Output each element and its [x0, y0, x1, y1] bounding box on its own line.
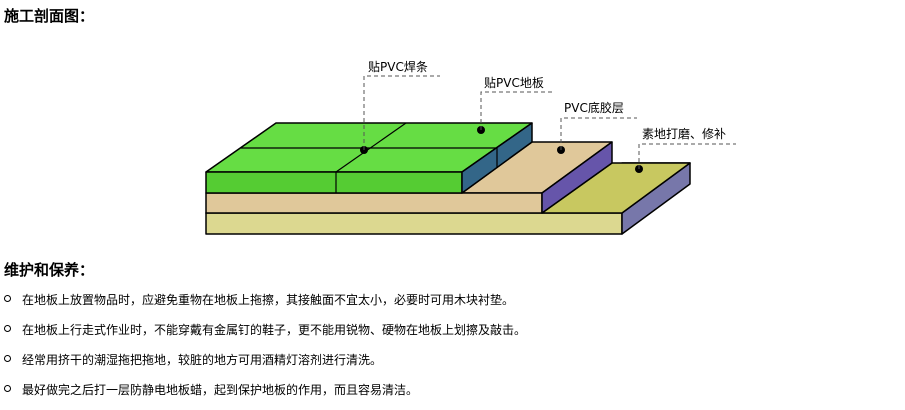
adhesive-side-face — [541, 141, 613, 214]
list-item: 在地板上行走式作业时，不能穿戴有金属钉的鞋子，更不能用锐物、硬物在地板上划擦及敲… — [0, 320, 905, 350]
leader-line — [560, 117, 637, 150]
leader-line — [480, 91, 555, 130]
list-item-text: 最好做完之后打一层防静电地板蜡，起到保护地板的作用，而且容易清洁。 — [22, 383, 419, 397]
care-title: 维护和保养： — [4, 261, 95, 279]
label-subfloor: 素地打磨、修补 — [642, 126, 726, 141]
pvc-floor-layer — [205, 122, 533, 194]
circle-bullet-icon — [4, 325, 11, 332]
label-pvc-floor: 贴PVC地板 — [484, 76, 544, 90]
section-title: 施工剖面图： — [4, 7, 95, 25]
leader-line — [638, 143, 736, 169]
list-item-text: 在地板上放置物品时，应避免重物在地板上拖擦，其接触面不宜太小，必要时可用木块衬垫… — [22, 293, 515, 307]
subfloor-front-face — [205, 212, 623, 235]
list-item: 最好做完之后打一层防静电地板蜡，起到保护地板的作用，而且容易清洁。 — [0, 380, 905, 410]
callout-adhesive: PVC底胶层 — [557, 100, 637, 154]
subfloor-layer — [205, 162, 691, 235]
list-item-text: 经常用挤干的潮湿拖把拖地，较脏的地方可用酒精灯溶剂进行清洗。 — [22, 353, 383, 367]
callout-weld-rod: 贴PVC焊条 — [360, 59, 440, 154]
circle-bullet-icon — [4, 355, 11, 362]
pvc-front-face — [205, 171, 463, 194]
list-item-text: 在地板上行走式作业时，不能穿戴有金属钉的鞋子，更不能用锐物、硬物在地板上划擦及敲… — [22, 323, 527, 337]
callout-subfloor: 素地打磨、修补 — [635, 126, 736, 173]
callout-pvc-floor: 贴PVC地板 — [477, 76, 555, 134]
circle-bullet-icon — [4, 295, 11, 302]
list-item: 经常用挤干的潮湿拖把拖地，较脏的地方可用酒精灯溶剂进行清洗。 — [0, 350, 905, 380]
cross-section-diagram: 贴PVC焊条 贴PVC地板 PVC底胶层 素地打磨、修补 — [205, 59, 736, 235]
leader-line — [363, 75, 440, 150]
label-adhesive: PVC底胶层 — [564, 100, 624, 115]
label-weld-rod: 贴PVC焊条 — [368, 59, 428, 74]
adhesive-front-face — [205, 192, 543, 214]
circle-bullet-icon — [4, 385, 11, 392]
care-list: 在地板上放置物品时，应避免重物在地板上拖擦，其接触面不宜太小，必要时可用木块衬垫… — [0, 290, 905, 410]
list-item: 在地板上放置物品时，应避免重物在地板上拖擦，其接触面不宜太小，必要时可用木块衬垫… — [0, 290, 905, 320]
